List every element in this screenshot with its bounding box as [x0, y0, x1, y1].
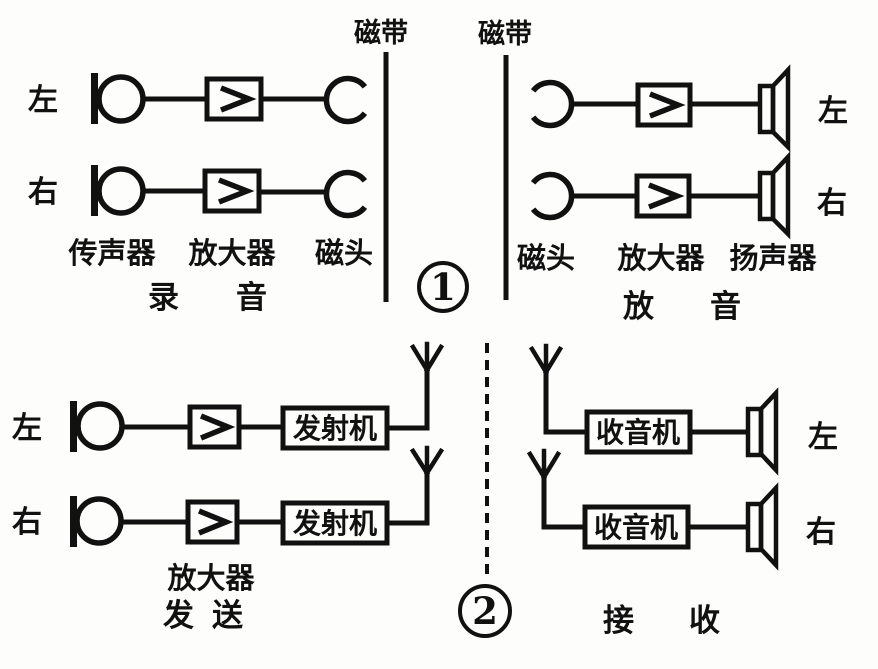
recording-title: 录音 — [148, 280, 324, 315]
amplifier-label: 放大器 — [616, 242, 705, 275]
recording-left-row — [91, 73, 368, 125]
speaker-symbol — [770, 151, 791, 240]
playback-right-channel-label: 右 — [817, 187, 847, 220]
receiver-box-label: 收音机 — [596, 416, 680, 448]
amplifier-label: 放大器 — [166, 562, 255, 595]
magnetic-head-symbol — [323, 169, 368, 219]
microphone-symbol — [75, 401, 125, 451]
magnetic-head-symbol — [323, 75, 368, 125]
speaker-symbol — [770, 64, 791, 153]
figure1-marker-circle — [417, 261, 469, 313]
receive-left-row: 收音机 — [528, 343, 779, 476]
amplifier-gain-icon — [647, 182, 685, 210]
head-label: 磁头 — [517, 241, 575, 275]
recording-right-row — [91, 165, 368, 219]
microphone-symbol — [91, 73, 98, 124]
amplifier-gain-icon — [199, 413, 236, 441]
microphone-symbol — [96, 74, 146, 124]
transmit-section: 左 右 发射机 发射机 放大器 发 — [12, 341, 445, 633]
speaker-label: 扬声器 — [729, 242, 817, 275]
transmit-left-row: 发射机 — [70, 341, 445, 452]
wire — [543, 372, 587, 435]
antenna-icon — [409, 341, 445, 374]
transmit-right-row: 发射机 — [70, 445, 445, 547]
amplifier-gain-icon — [197, 508, 234, 536]
amplifier-gain-icon — [217, 177, 255, 205]
antenna-icon — [528, 343, 564, 376]
microphone-symbol — [91, 165, 98, 216]
receiver-box-label: 收音机 — [594, 511, 678, 543]
recording-section: 左 右 传声器 放大器 磁头 录音 — [28, 73, 373, 315]
playback-left-channel-label: 左 — [818, 95, 848, 128]
radio-divider: 2 — [458, 343, 512, 638]
figure1-marker-number: 1 — [430, 265, 456, 309]
magnetic-head-symbol — [530, 79, 575, 129]
recording-left-channel-label: 左 — [28, 84, 58, 117]
amplifier-gain-icon — [219, 85, 257, 113]
receive-right-row: 收音机 — [526, 448, 779, 571]
wire — [387, 473, 430, 526]
wire — [541, 477, 585, 530]
microphone-symbol — [70, 496, 77, 547]
receive-left-channel-label: 左 — [808, 421, 838, 454]
transmit-right-channel-label: 右 — [12, 506, 42, 539]
playback-section: 左 右 磁头 放大器 扬声器 放音 — [517, 64, 848, 324]
transmit-left-channel-label: 左 — [12, 412, 42, 445]
figure2-marker-number: 2 — [472, 589, 498, 633]
antenna-icon — [526, 448, 562, 481]
tape-label-right: 磁带 — [478, 19, 532, 49]
tape-label-left: 磁带 — [354, 18, 408, 48]
speaker-symbol — [758, 387, 779, 476]
magnetic-head-symbol — [530, 171, 575, 221]
tape-divider: 磁带 磁带 1 — [354, 18, 532, 313]
amplifier-gain-icon — [648, 91, 686, 119]
receive-section: 收音机 收音机 左 右 接收 — [526, 343, 838, 638]
playback-right-row — [530, 151, 791, 240]
microphone-symbol — [74, 496, 124, 546]
speaker-symbol — [758, 482, 779, 571]
playback-title: 放音 — [622, 289, 797, 324]
figure2-marker-circle — [458, 584, 512, 638]
playback-left-row — [530, 64, 791, 153]
microphone-label: 传声器 — [67, 237, 156, 270]
microphone-symbol — [96, 166, 146, 216]
transmitter-box-label: 发射机 — [292, 507, 377, 539]
microphone-symbol — [70, 401, 77, 452]
transmitter-box-label: 发射机 — [292, 412, 377, 444]
antenna-icon — [409, 445, 445, 477]
transmit-title: 发送 — [162, 598, 261, 633]
receive-right-channel-label: 右 — [806, 516, 836, 549]
receive-title: 接收 — [603, 603, 775, 638]
amplifier-label: 放大器 — [187, 237, 276, 270]
recording-right-channel-label: 右 — [28, 176, 58, 209]
head-label: 磁头 — [315, 236, 373, 270]
wire — [387, 370, 430, 431]
